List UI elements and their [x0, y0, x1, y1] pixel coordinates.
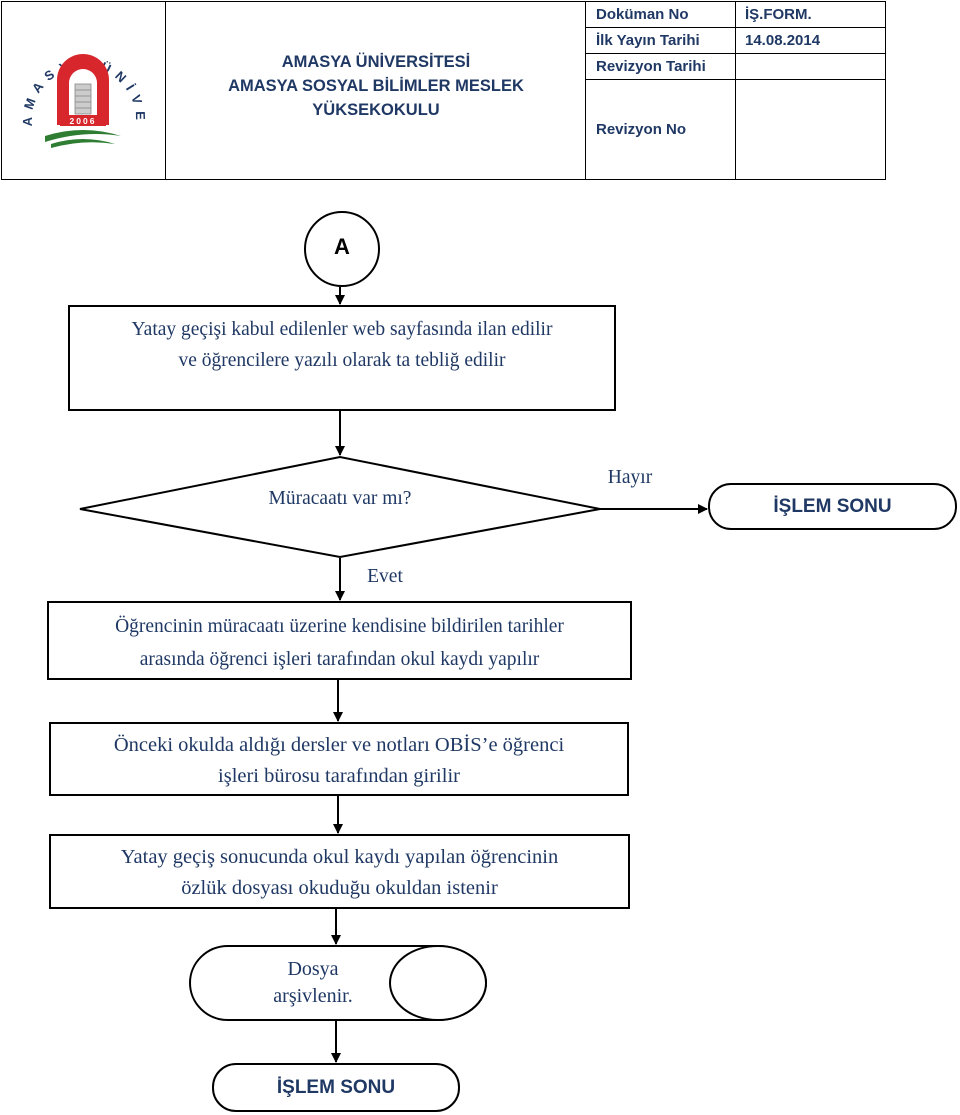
meta-label-revision-date: Revizyon Tarihi — [596, 58, 706, 75]
end-no-terminal — [708, 483, 957, 530]
storage-shape-end — [389, 945, 487, 1021]
meta-value-first-date: 14.08.2014 — [745, 32, 821, 49]
step4-text: Yatay geçiş sonucunda okul kaydı yapılan… — [50, 842, 629, 904]
university-logo-icon: AMASYA ÜNİVERSİTESİ 2006 — [15, 20, 142, 148]
decision-text: Müracaatı var mı? — [268, 488, 412, 509]
end-no-label: İŞLEM SONU — [773, 496, 892, 517]
step1-text: Yatay geçişi kabul edilenler web sayfası… — [69, 314, 615, 376]
step3-text: Önceki okulda aldığı dersler ve notları … — [50, 730, 628, 792]
storage-text: Dosya arşivlenir. — [248, 956, 378, 1010]
step4-line-1: Yatay geçiş sonucunda okul kaydı yapılan… — [120, 846, 559, 868]
meta-value-column — [735, 1, 886, 180]
step3-box — [49, 722, 629, 796]
step1-line-2: ve öğrencilere yazılı olarak ta tebliğ e… — [178, 350, 506, 371]
storage-line-2: arşivlenir. — [273, 985, 353, 1007]
meta-value-doc-no: İŞ.FORM. — [745, 6, 812, 23]
no-label: Hayır — [607, 467, 653, 488]
step2-box — [47, 601, 632, 680]
end-final-terminal — [212, 1063, 460, 1112]
institution-name: AMASYA ÜNİVERSİTESİ AMASYA SOSYAL BİLİML… — [166, 50, 586, 122]
step3-line-1: Önceki okulda aldığı dersler ve notları … — [113, 734, 565, 756]
institution-line-3: YÜKSEKOKULU — [312, 101, 440, 119]
institution-line-2: AMASYA SOSYAL BİLİMLER MESLEK — [228, 77, 524, 95]
step2-text: Öğrencinin müracaatı üzerine kendisine b… — [48, 610, 631, 676]
meta-label-revision-no: Revizyon No — [596, 121, 687, 138]
end-final-label: İŞLEM SONU — [276, 1077, 396, 1098]
step1-box — [68, 305, 616, 411]
step4-line-2: özlük dosyası okuduğu okuldan istenir — [181, 877, 498, 899]
step1-line-1: Yatay geçişi kabul edilenler web sayfası… — [131, 319, 553, 340]
step2-line-2: arasında öğrenci işleri tarafından okul … — [139, 649, 540, 670]
step2-line-1: Öğrencinin müracaatı üzerine kendisine b… — [115, 616, 564, 637]
meta-label-first-date: İlk Yayın Tarihi — [596, 32, 700, 49]
institution-line-1: AMASYA ÜNİVERSİTESİ — [281, 53, 471, 71]
step3-line-2: işleri bürosu tarafından girilir — [218, 765, 460, 787]
yes-label: Evet — [367, 566, 403, 587]
meta-label-doc-no: Doküman No — [596, 6, 689, 23]
connector-a-circle — [304, 211, 380, 287]
logo-year: 2006 — [70, 116, 97, 126]
connector-a-label: A — [334, 234, 350, 259]
document-header: AMASYA ÜNİVERSİTESİ 2006 AMASYA ÜNİVERSİ… — [0, 0, 886, 180]
step4-box — [49, 834, 630, 909]
storage-line-1: Dosya — [287, 958, 339, 980]
